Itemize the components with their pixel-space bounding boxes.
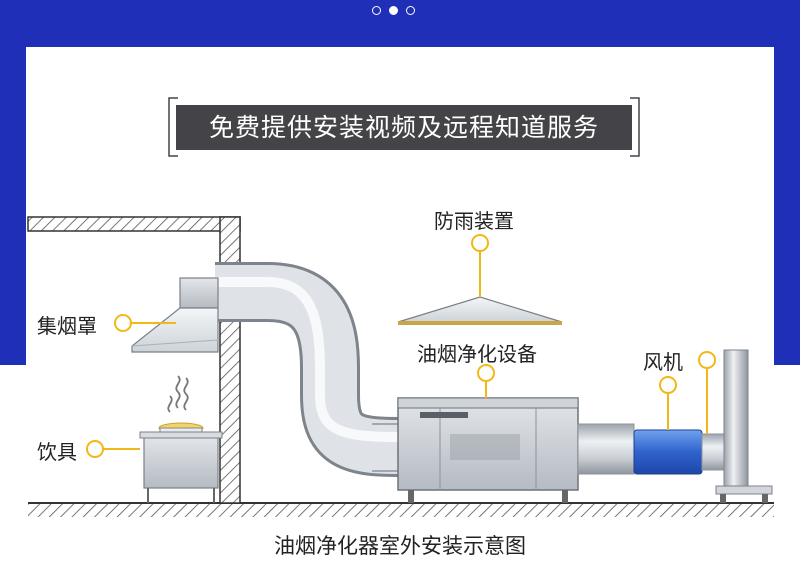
purifier-unit bbox=[397, 397, 579, 503]
carousel-pager bbox=[372, 6, 415, 15]
outlet-duct bbox=[577, 423, 635, 475]
callout-fan bbox=[659, 351, 716, 434]
label-rain-cover: 防雨装置 bbox=[434, 209, 514, 233]
rain-cover bbox=[397, 296, 563, 325]
exhaust-stack bbox=[715, 349, 773, 503]
diagram-caption: 油烟净化器室外安装示意图 bbox=[274, 534, 526, 558]
stove bbox=[139, 375, 223, 503]
pager-dot-2[interactable] bbox=[389, 6, 398, 15]
label-stove: 饮具 bbox=[37, 440, 77, 464]
banner-frame bbox=[168, 97, 640, 157]
label-fan: 风机 bbox=[643, 350, 683, 374]
pager-dot-3[interactable] bbox=[406, 6, 415, 15]
callout-purifier bbox=[477, 364, 495, 398]
label-hood: 集烟罩 bbox=[37, 314, 97, 338]
callout-stove bbox=[86, 440, 140, 458]
exhaust-duct bbox=[215, 262, 399, 477]
ground bbox=[28, 502, 774, 517]
callout-hood bbox=[114, 314, 176, 332]
fan-unit bbox=[633, 429, 725, 475]
label-purifier: 油烟净化设备 bbox=[417, 342, 537, 366]
callout-rain-cover bbox=[471, 234, 489, 297]
pager-dot-1[interactable] bbox=[372, 6, 381, 15]
range-hood bbox=[131, 277, 219, 353]
banner-title: 免费提供安装视频及远程知道服务 bbox=[176, 105, 632, 150]
